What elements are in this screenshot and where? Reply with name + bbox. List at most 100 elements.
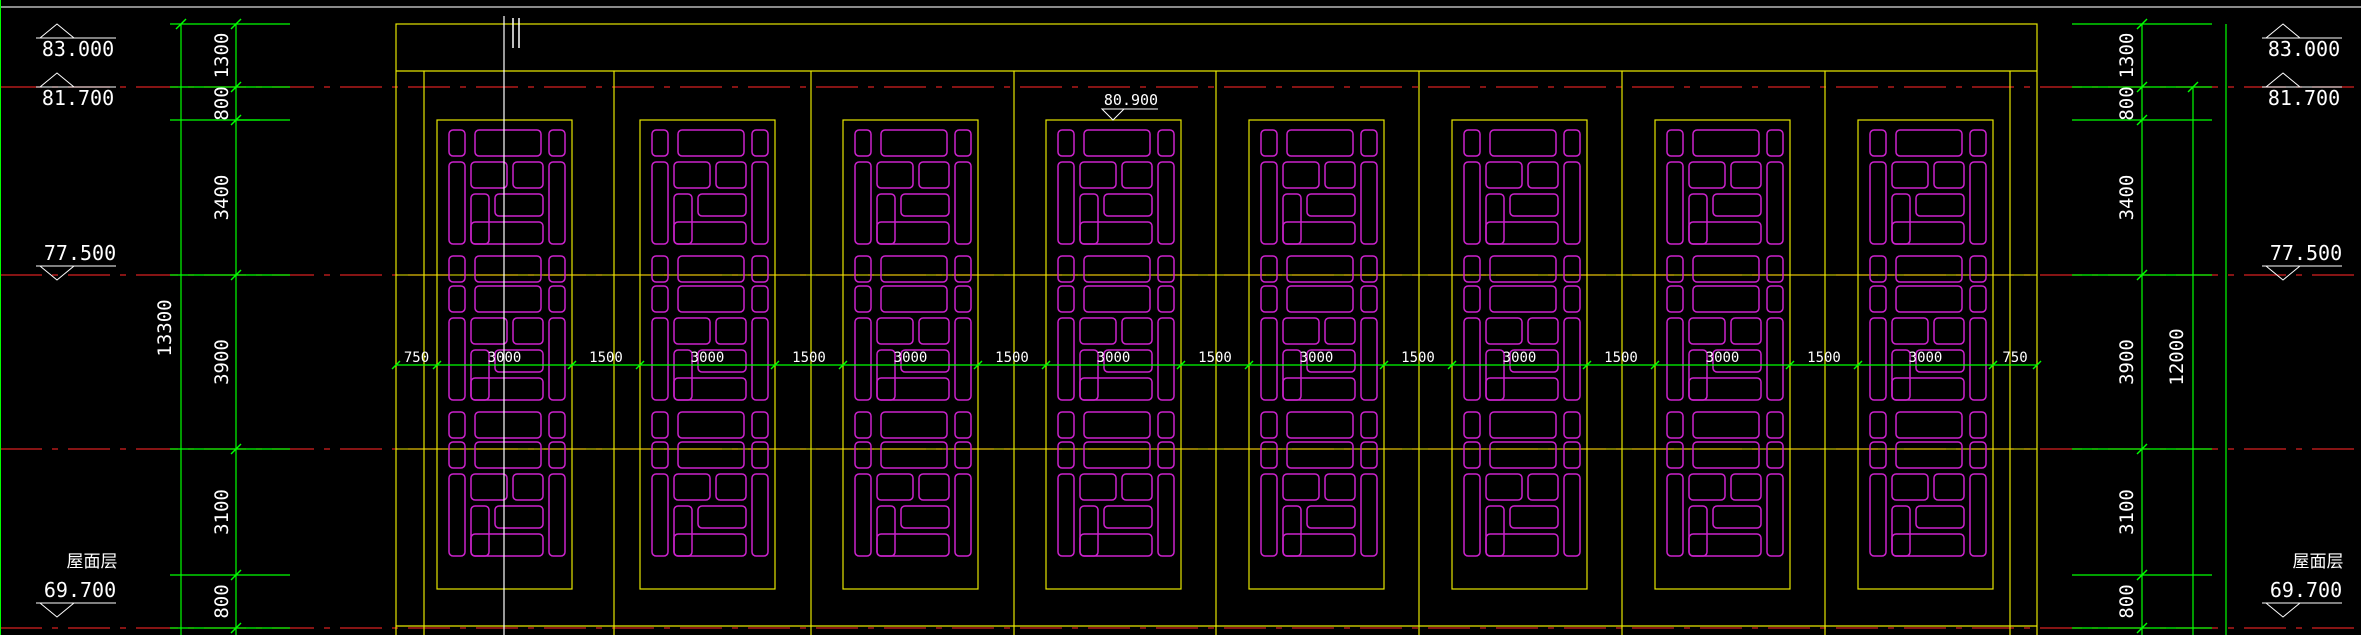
lattice-bar — [1688, 317, 1726, 345]
lattice-bar — [1057, 473, 1075, 557]
level-value: 77.500 — [44, 241, 116, 265]
dimension-tick — [1176, 360, 1186, 370]
lattice-bar — [1730, 161, 1762, 189]
panel-frame — [1451, 119, 1588, 590]
dimension-tick — [1379, 360, 1389, 370]
lattice-bar — [1915, 349, 1965, 373]
lattice-bar — [1895, 441, 1963, 469]
dimension-label: 3000 — [691, 350, 725, 366]
dimension-tick — [2136, 18, 2148, 30]
panel-frame — [1857, 119, 1994, 590]
lattice-bar — [1969, 161, 1987, 245]
lattice-bar — [512, 317, 544, 345]
lattice-bar — [1282, 317, 1320, 345]
lattice-bar — [1969, 441, 1987, 469]
lattice-bar — [1489, 411, 1557, 439]
lattice-bar — [854, 129, 872, 157]
lattice-bar — [854, 473, 872, 557]
lattice-bar — [448, 411, 466, 439]
lattice-bar — [900, 349, 950, 373]
lattice-bar — [1933, 161, 1965, 189]
lattice-bar — [1692, 285, 1760, 313]
dimension-tick — [770, 360, 780, 370]
lattice-bar — [1688, 221, 1762, 245]
lattice-bar — [1563, 473, 1581, 557]
lattice-bar — [697, 349, 747, 373]
dimension-label: 3000 — [1097, 350, 1131, 366]
lattice-bar — [1666, 161, 1684, 245]
lattice-bar — [1563, 129, 1581, 157]
dimension-tick — [973, 360, 983, 370]
lattice-bar — [1079, 221, 1153, 245]
panel-frame — [1654, 119, 1791, 590]
lattice-bar — [512, 473, 544, 501]
lattice-bar — [876, 377, 950, 401]
lattice-bar — [1692, 441, 1760, 469]
lattice-panel — [639, 119, 776, 590]
lattice-bar — [1869, 441, 1887, 469]
lattice-bar — [1766, 411, 1784, 439]
lattice-bar — [1463, 161, 1481, 245]
lattice-bar — [1083, 255, 1151, 283]
lattice-panel — [1857, 119, 1994, 590]
lattice-bar — [1688, 533, 1762, 557]
lattice-bar — [548, 255, 566, 283]
lattice-bar — [751, 411, 769, 439]
lattice-bar — [1891, 533, 1965, 557]
lattice-bar — [474, 255, 542, 283]
overall-dimension-label: 13300 — [154, 299, 176, 356]
lattice-bar — [1121, 317, 1153, 345]
lattice-bar — [1360, 411, 1378, 439]
top-elevation-text: 80.900 — [1104, 91, 1158, 109]
lattice-bar — [1306, 349, 1356, 373]
level-value: 69.700 — [44, 578, 116, 602]
lattice-bar — [1666, 255, 1684, 283]
lattice-bar — [1933, 473, 1965, 501]
lattice-bar — [715, 473, 747, 501]
lattice-bar — [1766, 129, 1784, 157]
lattice-bar — [1969, 255, 1987, 283]
dimension-tick — [2187, 81, 2199, 93]
dimension-tick — [230, 569, 242, 581]
level-value: 81.700 — [42, 86, 114, 110]
lattice-bar — [448, 129, 466, 157]
lattice-bar — [1286, 441, 1354, 469]
top-elevation-triangle — [1100, 108, 1126, 121]
lattice-bar — [1489, 285, 1557, 313]
lattice-bar — [1891, 317, 1929, 345]
dimension-label: 3900 — [2116, 339, 2138, 385]
lattice-bar — [1692, 411, 1760, 439]
dimension-label: 800 — [211, 86, 233, 120]
dimension-tick — [230, 81, 242, 93]
lattice-bar — [651, 441, 669, 469]
lattice-bar — [651, 161, 669, 245]
lattice-bar — [677, 129, 745, 157]
lattice-bar — [1057, 255, 1075, 283]
lattice-bar — [1157, 317, 1175, 401]
lattice-bar — [1157, 129, 1175, 157]
lattice-bar — [548, 317, 566, 401]
lattice-bar — [751, 129, 769, 157]
lattice-bar — [1766, 285, 1784, 313]
lattice-bar — [1157, 441, 1175, 469]
lattice-bar — [1260, 255, 1278, 283]
dimension-label: 800 — [2116, 86, 2138, 120]
lattice-bar — [918, 161, 950, 189]
lattice-bar — [1489, 255, 1557, 283]
lattice-bar — [1057, 317, 1075, 401]
lattice-bar — [1692, 129, 1760, 157]
overall-dimension-label: 12000 — [2166, 328, 2188, 385]
lattice-bar — [1933, 317, 1965, 345]
lattice-bar — [1869, 255, 1887, 283]
lattice-bar — [1509, 505, 1559, 529]
lattice-bar — [876, 473, 914, 501]
lattice-bar — [1891, 377, 1965, 401]
lattice-bar — [677, 285, 745, 313]
lattice-bar — [1103, 193, 1153, 217]
level-marker: 77.500 — [36, 241, 116, 281]
lattice-bar — [448, 441, 466, 469]
lattice-bar — [1306, 193, 1356, 217]
lattice-bar — [1360, 473, 1378, 557]
